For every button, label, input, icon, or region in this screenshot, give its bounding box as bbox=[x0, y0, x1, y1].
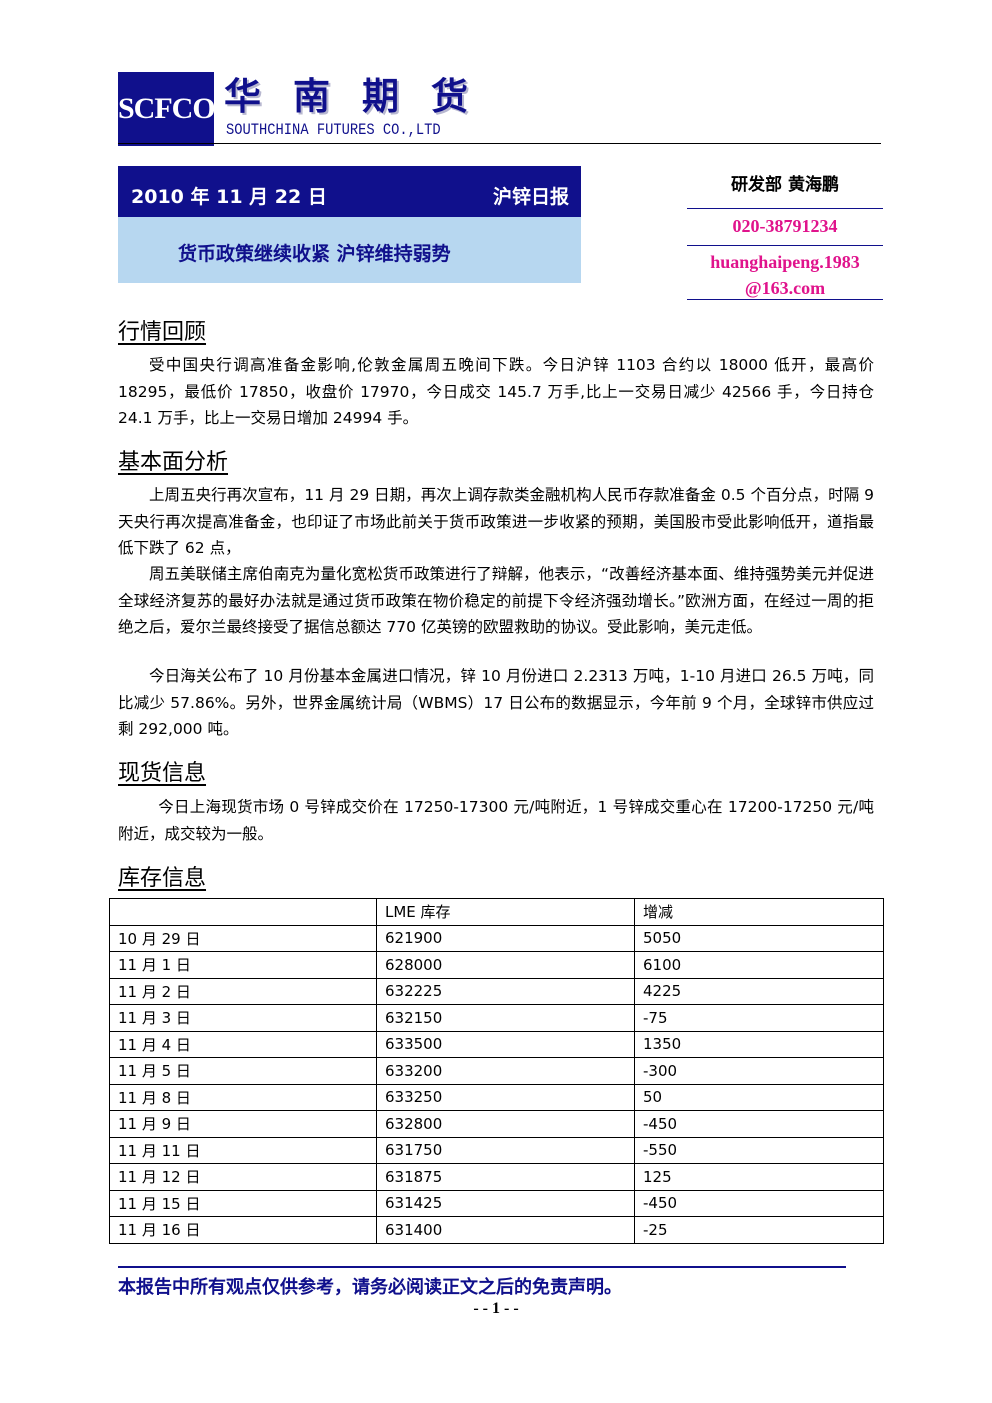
column-header-lme-stock: LME 库存 bbox=[376, 898, 635, 926]
brand-name-english: SOUTHCHINA FUTURES CO.,LTD bbox=[226, 121, 441, 139]
author-email-line2: @163.com bbox=[744, 278, 826, 298]
header-divider bbox=[118, 143, 881, 144]
cell-lme-stock: 633500 bbox=[376, 1030, 635, 1058]
page-number: - - 1 - - bbox=[473, 1300, 519, 1317]
cell-lme-stock: 631750 bbox=[376, 1136, 635, 1164]
author-department: 研发部 黄海鹏 bbox=[687, 166, 883, 209]
cell-date: 11 月 2 日 bbox=[109, 977, 377, 1005]
cell-change: -450 bbox=[634, 1189, 884, 1217]
cell-date: 11 月 11 日 bbox=[109, 1136, 377, 1164]
report-headline-bar: 货币政策继续收紧 沪锌维持弱势 bbox=[118, 217, 581, 283]
column-header-change: 增减 bbox=[634, 898, 884, 926]
section-title-spot: 现货信息 bbox=[118, 761, 207, 786]
cell-date: 11 月 1 日 bbox=[109, 951, 377, 979]
cell-date: 11 月 3 日 bbox=[109, 1004, 377, 1032]
cell-date: 11 月 4 日 bbox=[109, 1030, 377, 1058]
cell-change: 125 bbox=[634, 1163, 884, 1191]
inventory-table-header: LME 库存 增减 bbox=[109, 898, 884, 926]
cell-lme-stock: 632800 bbox=[376, 1110, 635, 1138]
market-review-paragraph: 受中国央行调高准备金影响,伦敦金属周五晚间下跌。今日沪锌 1103 合约以 18… bbox=[118, 356, 874, 427]
author-email-line1: huanghaipeng.1983 bbox=[710, 252, 860, 272]
cell-change: -450 bbox=[634, 1110, 884, 1138]
cell-date: 11 月 15 日 bbox=[109, 1189, 377, 1217]
cell-change: -550 bbox=[634, 1136, 884, 1164]
cell-change: 6100 bbox=[634, 951, 884, 979]
cell-lme-stock: 633200 bbox=[376, 1057, 635, 1085]
spot-paragraph: 今日上海现货市场 0 号锌成交价在 17250-17300 元/吨附近，1 号锌… bbox=[118, 798, 874, 843]
cell-lme-stock: 632225 bbox=[376, 977, 635, 1005]
cell-date: 11 月 5 日 bbox=[109, 1057, 377, 1085]
report-headline: 货币政策继续收紧 沪锌维持弱势 bbox=[178, 243, 451, 265]
cell-date: 11 月 8 日 bbox=[109, 1083, 377, 1111]
cell-date: 11 月 12 日 bbox=[109, 1163, 377, 1191]
cell-lme-stock: 633250 bbox=[376, 1083, 635, 1111]
column-header-date bbox=[109, 898, 377, 926]
cell-lme-stock: 631400 bbox=[376, 1216, 635, 1244]
cell-lme-stock: 621900 bbox=[376, 924, 635, 952]
fundamentals-paragraph-3: 今日海关公布了 10 月份基本金属进口情况，锌 10 月份进口 2.2313 万… bbox=[118, 667, 874, 738]
cell-change: 1350 bbox=[634, 1030, 884, 1058]
footer-divider bbox=[118, 1266, 846, 1268]
footer-disclaimer: 本报告中所有观点仅供参考，请务必阅读正文之后的免责声明。 bbox=[118, 1277, 622, 1298]
cell-date: 11 月 16 日 bbox=[109, 1216, 377, 1244]
fundamentals-paragraph-1: 上周五央行再次宣布，11 月 29 日期，再次上调存款类金融机构人民币存款准备金… bbox=[118, 486, 874, 557]
cell-change: -25 bbox=[634, 1216, 884, 1244]
brand-name-chinese: 华南期货 bbox=[224, 75, 500, 118]
cell-change: -75 bbox=[634, 1004, 884, 1032]
author-phone: 020-38791234 bbox=[687, 209, 883, 246]
cell-date: 10 月 29 日 bbox=[109, 924, 377, 952]
section-title-market-review: 行情回顾 bbox=[118, 320, 207, 345]
cell-change: 50 bbox=[634, 1083, 884, 1111]
cell-change: -300 bbox=[634, 1057, 884, 1085]
cell-date: 11 月 9 日 bbox=[109, 1110, 377, 1138]
cell-lme-stock: 631425 bbox=[376, 1189, 635, 1217]
report-title-bar: 2010 年 11 月 22 日 沪锌日报 bbox=[118, 166, 581, 217]
section-title-inventory: 库存信息 bbox=[118, 866, 207, 891]
author-email: huanghaipeng.1983 @163.com bbox=[687, 246, 883, 300]
fundamentals-paragraph-2: 周五美联储主席伯南克为量化宽松货币政策进行了辩解，他表示，“改善经济基本面、维持… bbox=[118, 565, 874, 636]
cell-lme-stock: 632150 bbox=[376, 1004, 635, 1032]
cell-change: 5050 bbox=[634, 924, 884, 952]
section-title-fundamentals: 基本面分析 bbox=[118, 450, 229, 475]
report-type: 沪锌日报 bbox=[492, 186, 569, 208]
cell-change: 4225 bbox=[634, 977, 884, 1005]
report-date: 2010 年 11 月 22 日 bbox=[131, 186, 327, 208]
company-logo: SCFCO bbox=[118, 72, 216, 146]
cell-lme-stock: 628000 bbox=[376, 951, 635, 979]
author-contact: 研发部 黄海鹏 020-38791234 huanghaipeng.1983 @… bbox=[687, 166, 883, 300]
cell-lme-stock: 631875 bbox=[376, 1163, 635, 1191]
